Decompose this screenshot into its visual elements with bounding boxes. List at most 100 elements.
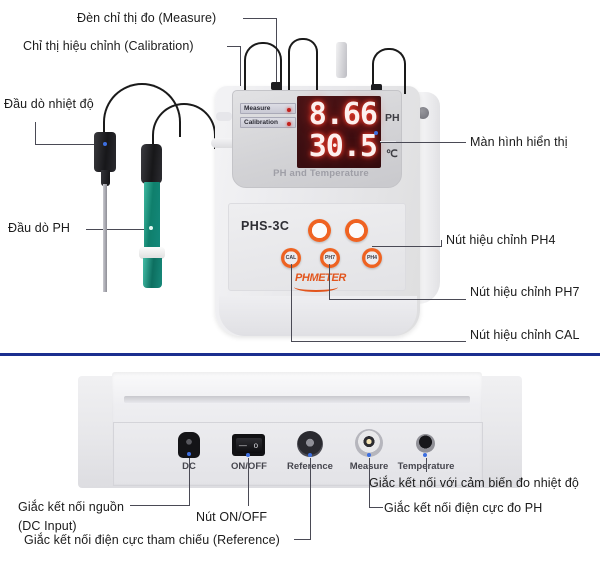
dc-port-icon[interactable] — [178, 432, 200, 458]
measure-port-dot — [367, 453, 371, 457]
leader-ph7-h — [329, 299, 466, 300]
display-caption: PH and Temperature — [273, 168, 369, 179]
rocker-on-mark: — — [238, 440, 247, 450]
leader-dc-h — [130, 505, 190, 506]
callout-dc-input-line1: Giắc kết nối nguồn — [18, 500, 125, 514]
lcd-ph-unit: PH — [385, 112, 400, 124]
rear-face — [112, 372, 482, 484]
leader-reference-v — [310, 458, 311, 540]
indicator-measure-label: Measure — [244, 105, 271, 112]
onoff-port-label: ON/OFF — [219, 461, 279, 472]
reference-port-label: Reference — [281, 461, 339, 472]
callout-calibration-lamp: Chỉ thị hiệu chỉnh (Calibration) — [23, 39, 194, 53]
dc-port-label: DC — [164, 461, 214, 472]
cable-plug-left — [271, 82, 282, 90]
leader-ph4-h — [372, 246, 442, 247]
meter-left-tab — [216, 112, 232, 121]
ph-probe-head — [141, 144, 162, 184]
leader-reference-h — [294, 539, 311, 540]
leader-ph7-v — [329, 264, 330, 300]
callout-dc-input-line2: (DC Input) — [18, 519, 77, 533]
calibration-led-icon — [287, 121, 291, 126]
indicator-calibration: Calibration — [240, 117, 296, 128]
cal-button[interactable]: CAL — [281, 248, 301, 268]
reference-port-dot — [308, 453, 312, 457]
callout-onoff: Nút ON/OFF — [196, 510, 268, 524]
onoff-switch-icon[interactable]: — o — [232, 434, 265, 456]
ph-probe-cap — [143, 258, 162, 288]
leader-tempprobe-h — [35, 144, 103, 145]
rear-cable-right — [372, 48, 406, 94]
leader-cal2-h — [291, 341, 466, 342]
ph4-button-label: PH4 — [366, 255, 378, 261]
temp-probe-neck — [101, 170, 110, 186]
temp-probe-marker — [103, 142, 107, 146]
brand-swoosh-icon — [294, 282, 338, 292]
rocker-off-mark: o — [253, 440, 259, 450]
ph7-button-label: PH7 — [324, 255, 336, 261]
front-view-panel: Đèn chỉ thị đo (Measure) Chỉ thị hiệu ch… — [4, 11, 580, 342]
model-label: PHS-3C — [241, 219, 290, 233]
leader-dc-v — [189, 458, 190, 506]
leader-cal2-v — [291, 264, 292, 342]
leader-cal-h — [227, 46, 241, 47]
callout-temp-probe: Đầu dò nhiệt độ — [4, 97, 94, 111]
ph7-button[interactable]: PH7 — [320, 248, 340, 268]
rear-face-outline — [113, 422, 483, 486]
ph-probe-glass — [144, 182, 160, 248]
temperature-port-icon[interactable] — [416, 434, 435, 453]
callout-temperature: Giắc kết nối với cảm biến đo nhiệt độ — [369, 476, 579, 490]
callout-ph-electrode: Giắc kết nối điện cực đo PH — [384, 501, 543, 515]
lcd-screen: 8.66 30.5 — [297, 96, 381, 168]
leader-phelec-h — [369, 507, 383, 508]
indicator-measure: Measure — [240, 103, 296, 114]
leader-measure-h — [243, 18, 277, 19]
callout-measure-lamp: Đèn chỉ thị đo (Measure) — [77, 11, 217, 25]
leader-tempprobe-v — [35, 122, 36, 144]
callout-ph-probe: Đầu dò PH — [8, 221, 71, 235]
leader-measure-v — [276, 18, 277, 108]
reference-port-icon[interactable] — [297, 431, 323, 457]
meter-left-lip — [211, 138, 237, 148]
ph-probe-collar — [139, 247, 165, 259]
up-button[interactable] — [308, 219, 331, 242]
meter-base — [219, 296, 417, 336]
leader-display — [380, 142, 466, 143]
leader-phprobe-h — [86, 229, 148, 230]
callout-display: Màn hình hiển thị — [470, 135, 568, 149]
rear-cable-mid — [288, 38, 318, 90]
section-divider — [0, 353, 600, 356]
electrode-holder — [336, 42, 347, 78]
ph-probe-marker — [149, 226, 153, 230]
cable-plug-right — [371, 84, 382, 92]
indicator-calibration-label: Calibration — [244, 119, 278, 126]
control-panel — [228, 203, 406, 291]
leader-temp-v — [426, 458, 427, 472]
measure-port-icon[interactable] — [355, 429, 383, 457]
leader-cal-v — [240, 46, 241, 122]
dc-port-dot — [187, 452, 191, 456]
side-knob-icon[interactable] — [417, 107, 429, 119]
lcd-ph-value: 8.66 — [308, 97, 378, 132]
leader-phelec-v — [369, 458, 370, 508]
lcd-temp-unit: ℃ — [386, 148, 398, 160]
callout-btn-ph4: Nút hiệu chỉnh PH4 — [446, 233, 556, 247]
display-callout-dot — [374, 131, 378, 135]
rear-view-panel: DC — o ON/OFF Reference Measure Temperat… — [0, 356, 600, 586]
measure-led-icon — [287, 107, 291, 112]
cal-button-label: CAL — [285, 255, 297, 261]
onoff-port-dot — [246, 453, 250, 457]
temp-probe-head — [94, 132, 116, 172]
rear-cable-left — [244, 42, 282, 90]
leader-onoff-v — [248, 458, 249, 506]
callout-btn-cal: Nút hiệu chỉnh CAL — [470, 328, 580, 342]
ph4-button[interactable]: PH4 — [362, 248, 382, 268]
temperature-port-dot — [423, 453, 427, 457]
brand-logo: PHMETER — [295, 272, 346, 284]
lcd-temp-value: 30.5 — [308, 129, 378, 164]
down-button[interactable] — [345, 219, 368, 242]
callout-btn-ph7: Nút hiệu chỉnh PH7 — [470, 285, 580, 299]
callout-reference: Giắc kết nối điện cực tham chiếu (Refere… — [24, 533, 280, 547]
temp-probe-shaft — [103, 184, 107, 292]
